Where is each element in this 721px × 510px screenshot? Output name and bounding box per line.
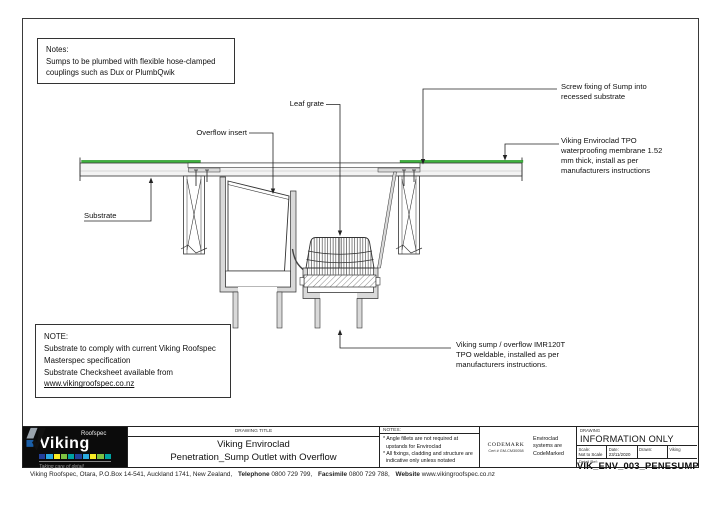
note-box-body: Substrate to comply with current Viking …	[44, 343, 216, 377]
codemark-logo-icon	[26, 427, 46, 451]
label-substrate: Substrate	[84, 211, 117, 220]
field-drawn: Drawn:	[638, 446, 668, 458]
leader-substrate	[84, 183, 152, 222]
membrane-left	[81, 160, 201, 163]
notes-box: Notes: Sumps to be plumbed with flexible…	[37, 38, 235, 84]
leader-screw-fixing	[422, 88, 557, 159]
membrane-drop-right	[377, 171, 397, 269]
leaf-grate-shape	[305, 237, 375, 275]
logo-rule	[39, 461, 111, 462]
detail-ref-label: Detail Ref:	[579, 459, 598, 464]
sump-flange-left	[188, 167, 221, 186]
drawing-title-line1: Viking Enviroclad	[217, 439, 290, 451]
detail-ref-value: VIK_ENV_003_PENESUMP	[577, 461, 699, 471]
info-status: INFORMATION ONLY	[580, 433, 674, 444]
title-block-notes-cell: NOTES: * Angle fillets are not required …	[380, 427, 480, 467]
drawing-title-cell: DRAWING TITLE Viking Enviroclad Penetrat…	[128, 427, 380, 467]
hatch-seal	[299, 274, 381, 288]
leader-lines	[84, 88, 559, 349]
logo-tagline: Taking care of detail	[39, 463, 84, 470]
outlet-pipe-left	[232, 291, 239, 329]
drawing-title-header: DRAWING TITLE	[128, 427, 379, 437]
joist-right	[395, 175, 423, 255]
logo-color-squares	[39, 454, 111, 459]
outlet-pipe-right	[314, 298, 321, 329]
tb-note-item: * Angle fillets are not required at upst…	[383, 436, 459, 450]
label-screw-fixing: Screw fixing of Sump into recessed subst…	[561, 82, 647, 102]
membrane-right	[399, 160, 524, 163]
field-scale: Scale: Not to Scale	[577, 446, 608, 458]
label-membrane: Viking Enviroclad TPO waterproofing memb…	[561, 136, 663, 176]
footer-address: Viking Roofspec, Otara, P.O.Box 14-541, …	[30, 471, 710, 478]
footer-address-text: Viking Roofspec, Otara, P.O.Box 14-541, …	[30, 471, 233, 478]
footer-telephone-number: 0800 729 799,	[271, 471, 313, 478]
label-leaf-grate: Leaf grate	[289, 99, 324, 108]
overflow-sump	[219, 176, 297, 329]
sump-body	[299, 171, 397, 329]
tb-note-item: * All fixings, cladding and structure ar…	[383, 450, 473, 464]
detail-ref-cell: Detail Ref: VIK_ENV_003_PENESUMP	[577, 459, 699, 471]
footer-website-label: Website	[395, 471, 420, 478]
field-drawn-by: Viking	[669, 446, 681, 452]
sump-flange-right	[377, 167, 421, 186]
note-box: NOTE: Substrate to comply with current V…	[35, 324, 231, 398]
joist-left	[180, 175, 208, 255]
footer-website-url[interactable]: www.vikingroofspec.co.nz	[421, 471, 495, 478]
logo-sub-text: Roofspec	[81, 431, 107, 437]
note-box-link[interactable]: www.vikingroofspec.co.nz	[44, 379, 135, 389]
label-overflow-insert: Overflow insert	[196, 128, 247, 137]
codemark-cell: CODEMARK Cert # GM-CM30058 Enviroclad sy…	[26, 427, 577, 467]
logo-brand-text: Viking	[39, 435, 90, 452]
title-block: Roofspec Viking Taking care of detail DR…	[22, 426, 699, 471]
field-date: Date: 23/11/2020	[607, 446, 638, 458]
leader-overflow-insert	[249, 132, 274, 190]
footer-facsimile-label: Facsimile	[317, 471, 348, 478]
overflow-insert-shape	[227, 180, 290, 272]
leader-sump	[339, 335, 451, 349]
note-box-title: NOTE:	[44, 332, 69, 341]
label-sump: Viking sump / overflow IMR120T TPO welda…	[456, 340, 566, 370]
leader-membrane	[504, 143, 559, 155]
codemark-caption: Enviroclad systems are CodeMarked	[533, 436, 564, 457]
leader-arrows	[148, 155, 508, 335]
tb-notes-header: NOTES:	[380, 427, 479, 435]
drawing-title-line2: Penetration_Sump Outlet with Overflow	[170, 452, 337, 463]
info-header: DRAWING	[580, 428, 601, 433]
codemark-name: CODEMARK	[487, 442, 525, 448]
notes-box-body: Sumps to be plumbed with flexible hose-c…	[46, 56, 216, 78]
substrate-deck	[79, 157, 523, 181]
codemark-cert: Cert # GM-CM30058	[488, 449, 524, 453]
notes-box-title: Notes:	[46, 45, 69, 54]
footer-facsimile-number: 0800 729 788,	[348, 471, 390, 478]
footer-telephone-label: Telephone	[238, 471, 270, 478]
info-cell: DRAWING INFORMATION ONLY Scale: Not to S…	[577, 427, 699, 471]
leader-leaf-grate	[326, 104, 341, 231]
